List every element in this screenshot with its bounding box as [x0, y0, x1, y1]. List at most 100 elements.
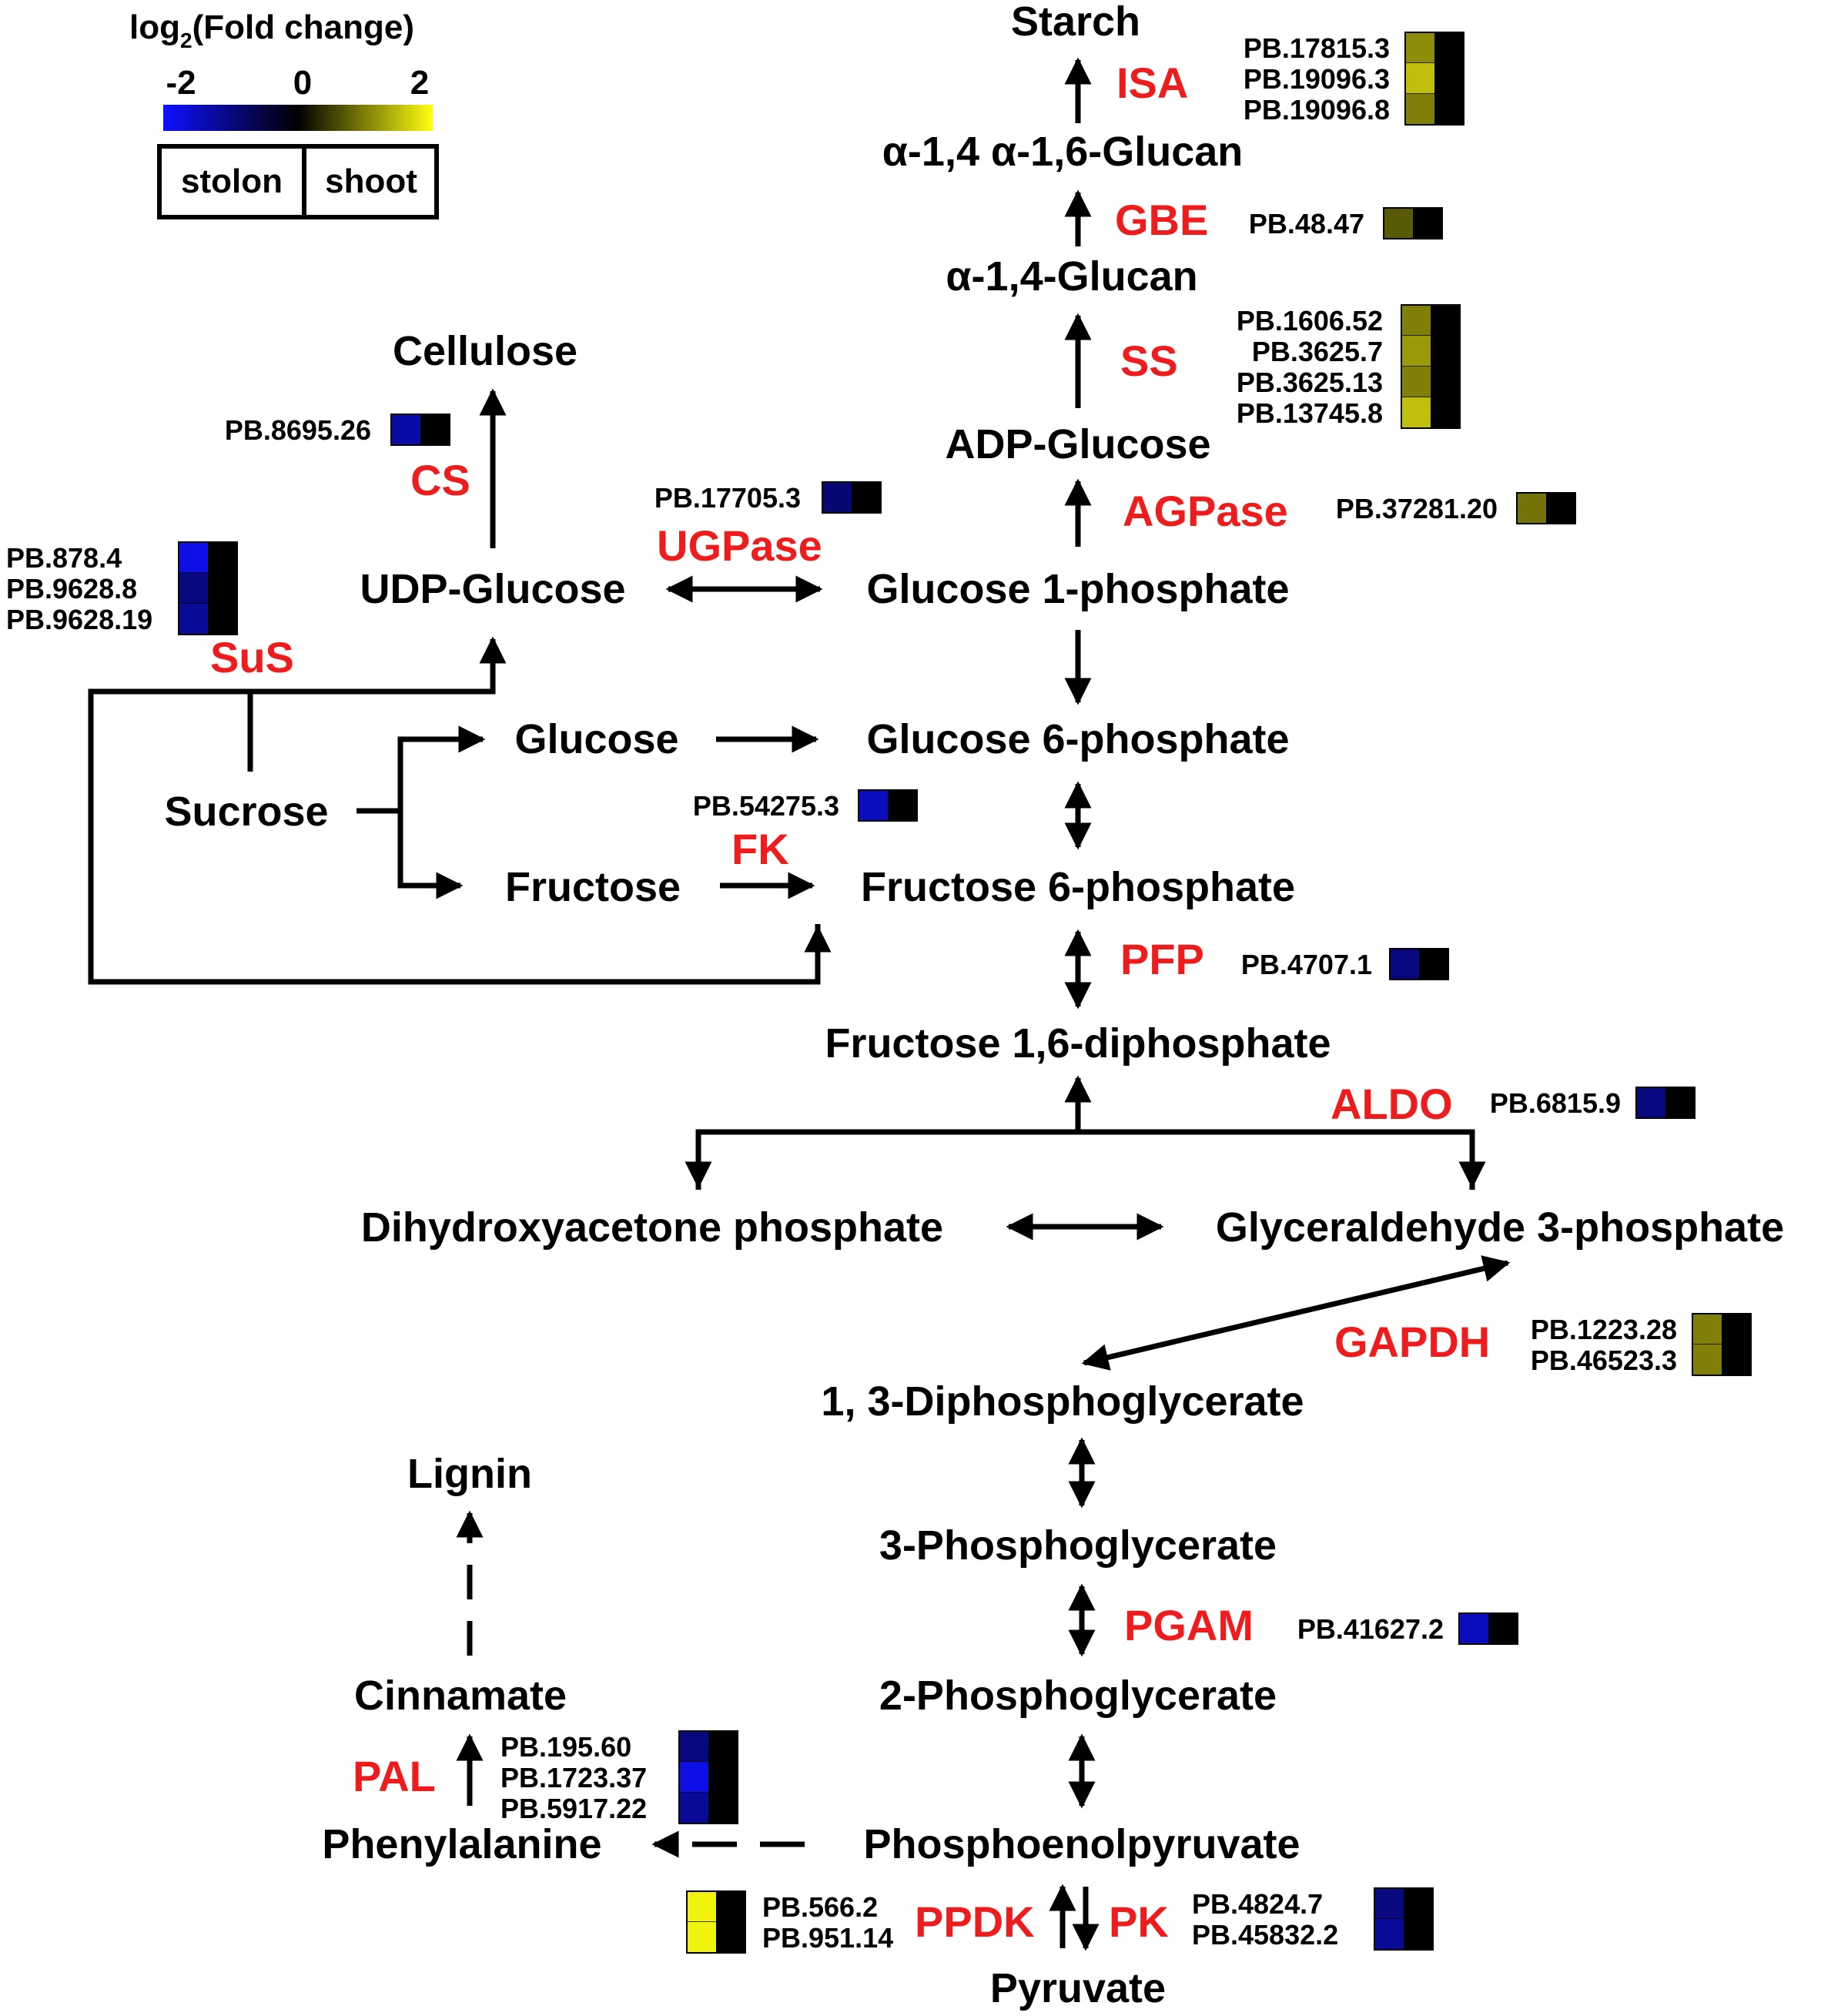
enzyme-fk: FK: [731, 825, 789, 873]
gene-id-label: PB.566.2: [762, 1891, 878, 1923]
heatmap-ppdk: PB.566.2PB.951.14: [686, 1890, 893, 1954]
heatmap-frame: [1389, 948, 1449, 980]
heatmap-aldo: PB.6815.9: [1490, 1087, 1695, 1119]
heatmap-cell-shoot: [1404, 1919, 1433, 1950]
heatmap-cell-shoot: [716, 1922, 745, 1953]
heatmap-cell-stolon: [1384, 208, 1413, 239]
gene-id-label: PB.17705.3: [654, 482, 801, 514]
legend-tick-low: -2: [166, 64, 196, 102]
enzyme-pfp: PFP: [1120, 935, 1204, 983]
heatmap-frame: [1404, 32, 1464, 126]
heatmap-cell-stolon: [1692, 1345, 1722, 1375]
heatmap-sus: PB.878.4PB.9628.8PB.9628.19: [6, 541, 238, 635]
heatmap-cell-shoot: [708, 1793, 738, 1823]
metabolite-lignin: Lignin: [407, 1451, 532, 1497]
gene-id-label: PB.951.14: [762, 1922, 893, 1954]
heatmap-frame: [1635, 1087, 1695, 1119]
metabolite-phenylalanine: Phenylalanine: [322, 1821, 601, 1867]
metabolite-pg2: 2-Phosphoglycerate: [879, 1673, 1277, 1719]
aldo-split-line: [695, 1129, 1475, 1190]
legend-tissue-box: [157, 144, 439, 219]
gene-id-label: PB.9628.8: [6, 573, 137, 604]
heatmap-cell-shoot: [208, 604, 237, 635]
heatmap-frame: [1383, 207, 1443, 239]
metabolite-g6p: Glucose 6-phosphate: [866, 716, 1289, 762]
heatmap-cell-stolon: [179, 573, 208, 604]
gene-id-label: PB.48.47: [1249, 208, 1364, 239]
heatmap-cell-stolon: [1692, 1314, 1722, 1345]
heatmap-isa: PB.17815.3PB.19096.3PB.19096.8: [1244, 32, 1464, 126]
heatmap-frame: [1692, 1313, 1752, 1376]
sucrose-split-line: [397, 736, 481, 889]
heatmap-frame: [1458, 1612, 1518, 1645]
heatmap-pk: PB.4824.7PB.45832.2: [1192, 1887, 1434, 1951]
heatmap-cell-shoot: [708, 1762, 738, 1793]
metabolite-g3p: Glyceraldehyde 3-phosphate: [1216, 1204, 1784, 1251]
enzyme-agpase: AGPase: [1123, 487, 1288, 535]
metabolite-sucrose: Sucrose: [164, 789, 328, 835]
heatmap-cell-stolon: [679, 1731, 708, 1762]
gene-id-label: PB.13745.8: [1237, 397, 1383, 429]
gene-id-label: PB.19096.3: [1244, 63, 1390, 95]
heatmap-frame: [822, 481, 882, 514]
metabolite-f16dp: Fructose 1,6-diphosphate: [825, 1020, 1331, 1067]
heatmap-cell-shoot: [1722, 1345, 1751, 1375]
heatmap-cell-stolon: [679, 1793, 708, 1823]
legend-tick-mid: 0: [293, 64, 312, 102]
legend-tick-high: 2: [410, 64, 429, 102]
metabolite-f6p: Fructose 6-phosphate: [861, 864, 1295, 910]
legend-color-scale: [163, 105, 433, 131]
gene-id-label: PB.4707.1: [1241, 949, 1372, 980]
metabolite-fructose: Fructose: [505, 864, 681, 910]
enzyme-gapdh: GAPDH: [1334, 1318, 1490, 1366]
heatmap-frame: [390, 414, 450, 446]
enzyme-ss: SS: [1120, 337, 1178, 385]
heatmap-cell-shoot: [1434, 94, 1464, 125]
heatmap-cell-stolon: [1401, 305, 1431, 336]
heatmap-agpase: PB.37281.20: [1336, 492, 1576, 524]
heatmap-cell-stolon: [391, 414, 420, 445]
heatmap-pfp: PB.4707.1: [1241, 948, 1449, 980]
heatmap-cell-stolon: [679, 1762, 708, 1793]
heatmap-frame: [178, 541, 238, 635]
heatmap-cell-stolon: [1374, 1888, 1404, 1919]
gene-id-label: PB.1723.37: [500, 1762, 647, 1793]
metabolite-adp-glucose: ADP-Glucose: [945, 421, 1210, 467]
enzyme-ugpase: UGPase: [657, 521, 822, 570]
heatmap-cell-stolon: [687, 1891, 716, 1922]
heatmap-cell-shoot: [1413, 208, 1442, 239]
heatmap-cell-shoot: [716, 1891, 745, 1922]
heatmap-cell-stolon: [1636, 1087, 1665, 1118]
heatmap-cell-shoot: [1488, 1613, 1518, 1644]
pathway-arrows: [88, 57, 1511, 1951]
heatmap-frame: [1516, 492, 1576, 524]
arrow-g3p-bpg13: [1081, 1255, 1511, 1371]
gene-id-label: PB.6815.9: [1490, 1087, 1621, 1119]
heatmap-cell-stolon: [1401, 336, 1431, 367]
heatmap-frame: [1374, 1887, 1434, 1951]
heatmap-cell-shoot: [708, 1731, 738, 1762]
enzyme-sus: SuS: [210, 633, 294, 681]
metabolites: Starch α-1,4 α-1,6-Glucan α-1,4-Glucan C…: [164, 0, 1784, 2011]
heatmap-cell-shoot: [1419, 949, 1448, 980]
gene-id-label: PB.54275.3: [693, 790, 839, 822]
heatmap-cell-shoot: [1434, 63, 1464, 94]
metabolite-glucan14: α-1,4-Glucan: [946, 253, 1197, 300]
gene-id-label: PB.5917.22: [500, 1793, 647, 1824]
gene-id-label: PB.9628.19: [6, 604, 152, 635]
heatmap-cell-stolon: [179, 542, 208, 573]
heatmap-gbe: PB.48.47: [1249, 207, 1443, 239]
sus-loop-line: [88, 639, 821, 985]
heatmap-cell-stolon: [859, 790, 888, 821]
gene-id-label: PB.37281.20: [1336, 493, 1498, 524]
heatmap-ugpase: PB.17705.3: [654, 481, 882, 514]
enzymes: ISA GBE SS AGPase CS UGPase SuS FK PFP A…: [210, 59, 1490, 1946]
heatmap-cell-stolon: [1405, 32, 1434, 63]
metabolite-glucose: Glucose: [514, 716, 678, 762]
heatmap-cell-shoot: [208, 573, 237, 604]
gene-id-label: PB.46523.3: [1531, 1345, 1677, 1376]
heatmap-cell-shoot: [1431, 367, 1460, 397]
metabolite-pyruvate: Pyruvate: [990, 1965, 1166, 2011]
enzyme-pgam: PGAM: [1124, 1601, 1254, 1649]
